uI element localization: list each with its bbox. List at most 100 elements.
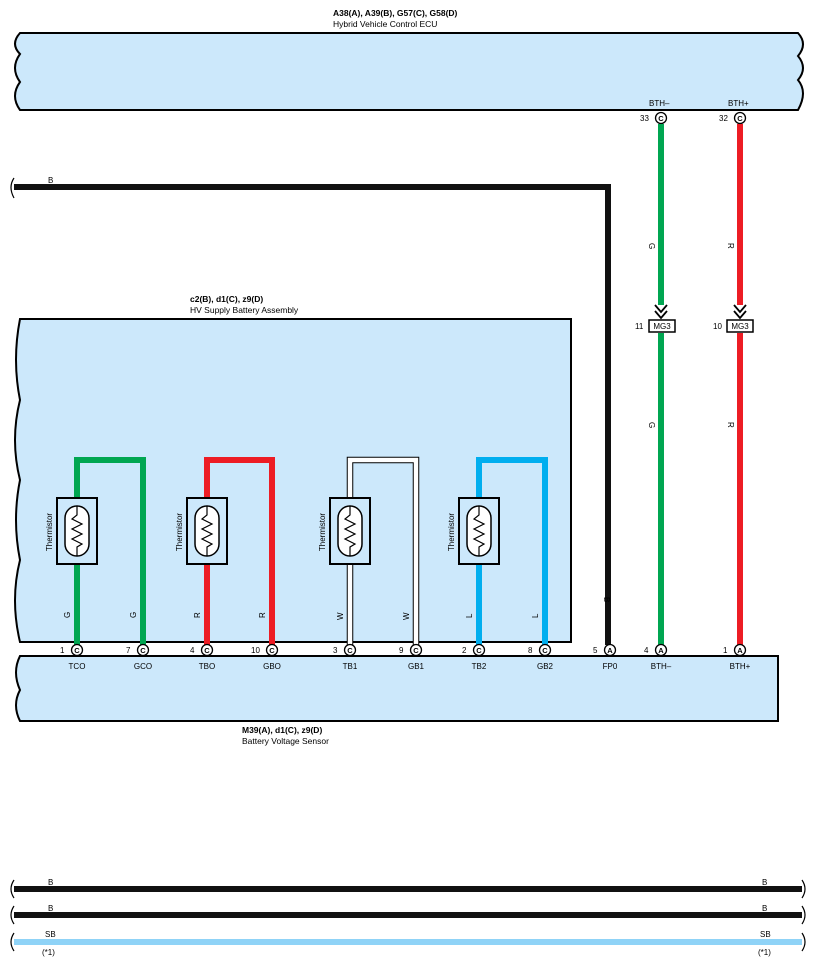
sensor-pin-label: GB1 bbox=[408, 662, 425, 671]
wire-label: B bbox=[48, 904, 53, 913]
wire-label: B bbox=[762, 878, 767, 887]
sensor-pin-letter: C bbox=[269, 646, 275, 655]
battery-connectors: c2(B), d1(C), z9(D) bbox=[190, 294, 263, 304]
wire-label: W bbox=[402, 612, 411, 620]
sensor-pin-letter: C bbox=[347, 646, 353, 655]
sensor-pin-gb2: 8 C GB2 bbox=[528, 643, 554, 671]
ecu-block: A38(A), A39(B), G57(C), G58(D) Hybrid Ve… bbox=[14, 8, 804, 125]
sensor-pin-number: 4 bbox=[644, 646, 649, 655]
wire-label: G bbox=[647, 243, 656, 249]
junction-pin-number: 11 bbox=[635, 322, 644, 331]
junction-name: MG3 bbox=[653, 322, 671, 331]
thermistor-circuit-2: Thermistor R R bbox=[175, 457, 275, 646]
wire-label: L bbox=[465, 613, 474, 618]
ecu-pin-number: 33 bbox=[640, 114, 649, 123]
sensor-pin-label: GCO bbox=[134, 662, 152, 671]
ecu-pin-letter: C bbox=[737, 114, 743, 123]
thermistor-circuit-4: Thermistor L L bbox=[447, 457, 548, 646]
sensor-pin-letter: C bbox=[74, 646, 80, 655]
sensor-pin-number: 8 bbox=[528, 646, 533, 655]
sensor-pin-gbo: 10 C GBO bbox=[251, 643, 281, 671]
wire-label: R bbox=[726, 422, 735, 428]
wire-label: SB bbox=[45, 930, 56, 939]
sensor-pin-number: 9 bbox=[399, 646, 404, 655]
sensor-pin-bth-plus: 1 A BTH+ bbox=[723, 643, 751, 671]
ecu-box bbox=[14, 32, 804, 111]
thermistor-circuit-3: Thermistor W W bbox=[318, 456, 420, 646]
sensor-pin-letter: A bbox=[658, 646, 664, 655]
ecu-pin-label-bth-plus: BTH+ bbox=[728, 99, 749, 108]
sensor-pin-number: 1 bbox=[723, 646, 728, 655]
ecu-pin-number: 32 bbox=[719, 114, 728, 123]
wire-label: B bbox=[602, 597, 611, 602]
sensor-pin-tb2: 2 C TB2 bbox=[462, 643, 487, 671]
sensor-pin-number: 4 bbox=[190, 646, 195, 655]
sensor-pin-letter: C bbox=[413, 646, 419, 655]
wire-b-fp0: B B bbox=[10, 176, 611, 645]
wire-label: G bbox=[647, 422, 656, 428]
wire-label: SB bbox=[760, 930, 771, 939]
sensor-pin-label: TB2 bbox=[472, 662, 487, 671]
sensor-pin-fp0: 5 A FP0 bbox=[593, 643, 618, 671]
thermistor-label: Thermistor bbox=[45, 513, 54, 552]
sensor-pin-label: TB1 bbox=[343, 662, 358, 671]
thermistor-label: Thermistor bbox=[175, 513, 184, 552]
ecu-pin-33: 33 C bbox=[640, 111, 668, 125]
wire-label: G bbox=[63, 612, 72, 618]
sensor-pin-letter: C bbox=[204, 646, 210, 655]
wire-label: G bbox=[129, 612, 138, 618]
wire-label: B bbox=[48, 176, 53, 185]
sensor-pin-letter: A bbox=[607, 646, 613, 655]
battery-block: c2(B), d1(C), z9(D) HV Supply Battery As… bbox=[14, 294, 572, 643]
sensor-pin-number: 5 bbox=[593, 646, 598, 655]
sensor-connectors: M39(A), d1(C), z9(D) bbox=[242, 725, 322, 735]
junction-mg3-11: 11 MG3 bbox=[635, 319, 676, 333]
sensor-pin-gb1: 9 C GB1 bbox=[399, 643, 425, 671]
thermistor-label: Thermistor bbox=[447, 513, 456, 552]
bottom-wire-b-1: B B bbox=[10, 878, 806, 899]
battery-box bbox=[14, 318, 572, 643]
bottom-wire-b-2: B B bbox=[10, 904, 806, 925]
bottom-wire-sb: SB SB (*1) (*1) bbox=[10, 930, 806, 957]
sensor-pin-label: BTH+ bbox=[730, 662, 751, 671]
wire-label: R bbox=[193, 612, 202, 618]
wire-note: (*1) bbox=[758, 948, 771, 957]
sensor-pin-label: BTH– bbox=[651, 662, 672, 671]
thermistor-label: Thermistor bbox=[318, 513, 327, 552]
wire-label: R bbox=[726, 243, 735, 249]
sensor-box bbox=[15, 655, 779, 722]
sensor-pin-letter: C bbox=[476, 646, 482, 655]
sensor-pin-number: 3 bbox=[333, 646, 338, 655]
wire-bth-minus: G G bbox=[647, 124, 668, 645]
wire-label: R bbox=[258, 612, 267, 618]
wire-label: W bbox=[336, 612, 345, 620]
sensor-pin-bth-minus: 4 A BTH– bbox=[644, 643, 672, 671]
sensor-pin-letter: C bbox=[542, 646, 548, 655]
ecu-pin-32: 32 C bbox=[719, 111, 747, 125]
junction-name: MG3 bbox=[731, 322, 749, 331]
wire-label: B bbox=[762, 904, 767, 913]
sensor-pin-number: 10 bbox=[251, 646, 260, 655]
ecu-name: Hybrid Vehicle Control ECU bbox=[333, 19, 437, 29]
wire-note: (*1) bbox=[42, 948, 55, 957]
sensor-pin-label: TCO bbox=[69, 662, 86, 671]
ecu-pin-letter: C bbox=[658, 114, 664, 123]
sensor-pin-letter: C bbox=[140, 646, 146, 655]
sensor-block: M39(A), d1(C), z9(D) Battery Voltage Sen… bbox=[15, 643, 779, 746]
ecu-pin-label-bth-minus: BTH– bbox=[649, 99, 670, 108]
sensor-pin-tbo: 4 C TBO bbox=[190, 643, 215, 671]
sensor-pin-tb1: 3 C TB1 bbox=[333, 643, 358, 671]
sensor-pin-number: 7 bbox=[126, 646, 131, 655]
sensor-pin-letter: A bbox=[737, 646, 743, 655]
junction-mg3-10: 10 MG3 bbox=[713, 319, 754, 333]
ecu-connectors: A38(A), A39(B), G57(C), G58(D) bbox=[333, 8, 458, 18]
sensor-pin-number: 1 bbox=[60, 646, 65, 655]
sensor-name: Battery Voltage Sensor bbox=[242, 736, 329, 746]
sensor-pin-label: TBO bbox=[199, 662, 215, 671]
sensor-pin-tco: 1 C TCO bbox=[60, 643, 86, 671]
junction-pin-number: 10 bbox=[713, 322, 722, 331]
sensor-pin-gco: 7 C GCO bbox=[126, 643, 152, 671]
thermistor-circuit-1: Thermistor G G bbox=[45, 457, 146, 646]
sensor-pin-label: GB2 bbox=[537, 662, 554, 671]
